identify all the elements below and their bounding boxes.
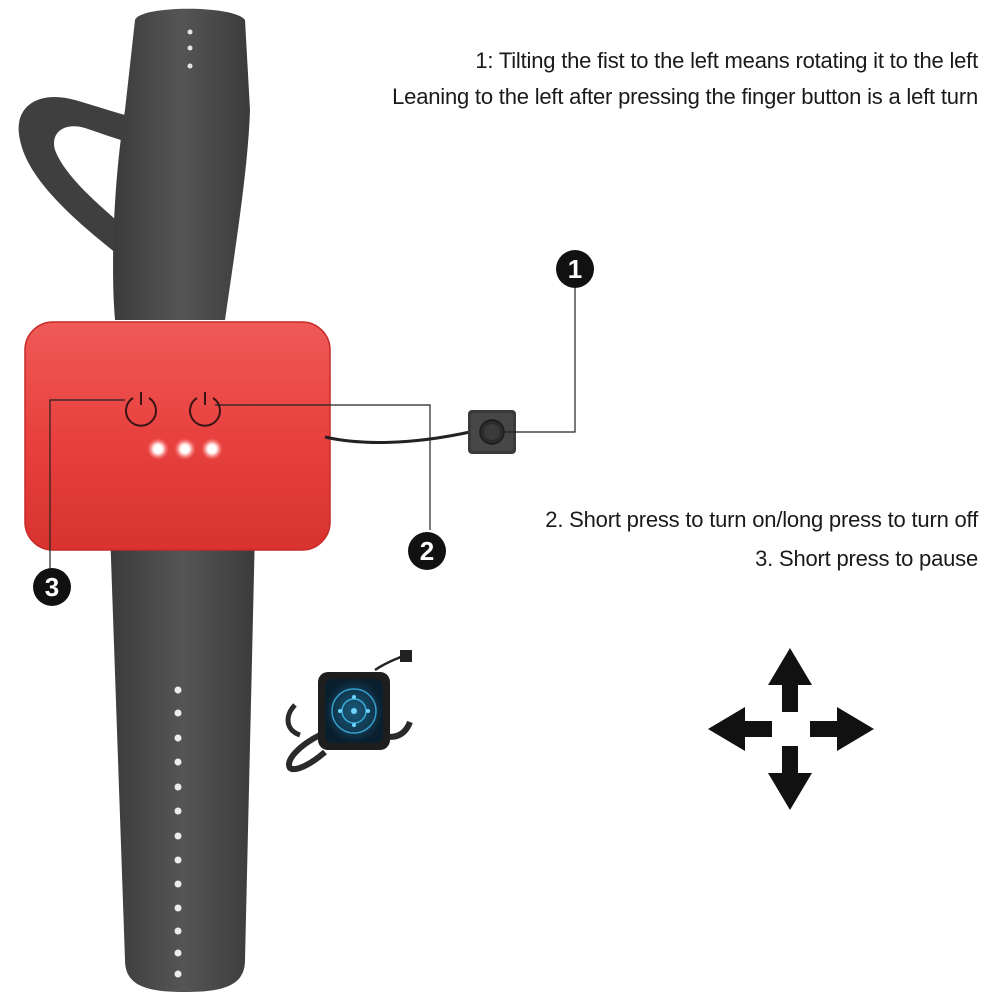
product-thumbnail: [285, 650, 413, 773]
device-body: [25, 322, 330, 550]
instruction-line-1: 1: Tilting the fist to the left means ro…: [475, 48, 978, 73]
upper-strap-holes: [187, 29, 193, 69]
instruction-line-2: Leaning to the left after pressing the f…: [392, 84, 978, 109]
power-button-icon[interactable]: [189, 392, 221, 427]
led-indicators: [147, 438, 223, 460]
callout-3-badge: 3: [33, 568, 71, 606]
upper-strap: [113, 8, 250, 320]
callout-1-badge: 1: [556, 250, 594, 288]
instruction-line-3: 2. Short press to turn on/long press to …: [545, 507, 978, 532]
instruction-line-4: 3. Short press to pause: [755, 546, 978, 571]
pause-button-icon[interactable]: [125, 392, 157, 427]
callout-leader-lines: [49, 285, 576, 570]
callout-2-badge: 2: [408, 532, 446, 570]
finger-button-cable: [324, 430, 471, 444]
lower-strap: [110, 530, 255, 992]
four-way-arrow-icon: [708, 648, 874, 810]
finger-button[interactable]: [468, 410, 516, 454]
lower-strap-holes: [174, 686, 182, 978]
